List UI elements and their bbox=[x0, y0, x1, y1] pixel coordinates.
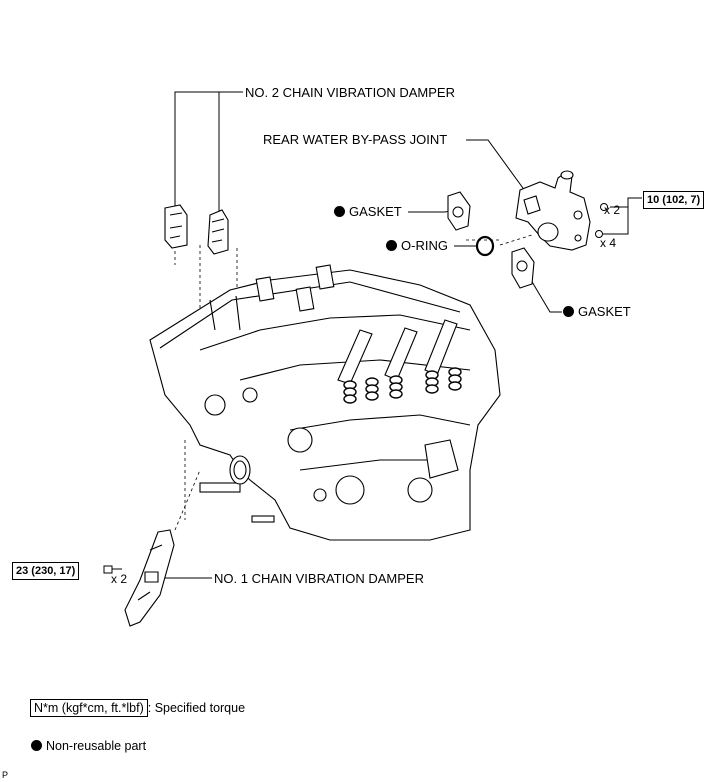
gasket-bottom-leader bbox=[524, 269, 562, 313]
gasket-top-text: GASKET bbox=[349, 204, 402, 219]
legend-nonreusable-text: Non-reusable part bbox=[46, 739, 147, 753]
no2-damper-parts bbox=[164, 204, 229, 255]
gasket-bottom-label: GASKET bbox=[563, 305, 631, 319]
qty-lower: x 2 bbox=[111, 572, 128, 586]
legend-nonreusable: Non-reusable part bbox=[31, 739, 146, 753]
crank-sprocket bbox=[199, 455, 275, 523]
gasket-top-label: GASKET bbox=[334, 205, 402, 219]
qty-upper-b: x 4 bbox=[600, 236, 617, 250]
no2-damper-leader bbox=[174, 91, 243, 215]
legend-torque: N*m (kgf*cm, ft.*lbf): Specified torque bbox=[30, 699, 245, 717]
nonreusable-icon bbox=[563, 306, 574, 317]
rear-water-bypass-joint-part bbox=[515, 170, 591, 251]
torque-upper-box: 10 (102, 7) bbox=[643, 191, 705, 209]
no2-damper-label: NO. 2 CHAIN VIBRATION DAMPER bbox=[245, 85, 455, 100]
legend-torque-text: : Specified torque bbox=[147, 701, 246, 715]
nonreusable-icon bbox=[31, 740, 42, 751]
nonreusable-icon bbox=[334, 206, 345, 217]
torque-lower-box: 23 (230, 17) bbox=[12, 562, 80, 580]
no1-damper-label: NO. 1 CHAIN VIBRATION DAMPER bbox=[214, 571, 424, 586]
oring-part bbox=[475, 235, 495, 257]
nonreusable-icon bbox=[386, 240, 397, 251]
oring-text: O-RING bbox=[401, 238, 448, 253]
no1-damper-part bbox=[124, 529, 175, 627]
engine-block bbox=[149, 264, 501, 541]
rear-joint-leader bbox=[466, 139, 529, 196]
qty-upper-a: x 2 bbox=[604, 203, 621, 217]
rear-joint-label: REAR WATER BY-PASS JOINT bbox=[263, 132, 448, 147]
page-code: P bbox=[2, 770, 9, 780]
torque-upper-bracket bbox=[602, 197, 642, 235]
bolt-part-lower bbox=[103, 565, 122, 574]
bolt-parts-upper bbox=[595, 203, 608, 238]
oring-label: O-RING bbox=[386, 239, 448, 253]
gasket-bottom-text: GASKET bbox=[578, 304, 631, 319]
legend-torque-box: N*m (kgf*cm, ft.*lbf) bbox=[30, 699, 148, 717]
